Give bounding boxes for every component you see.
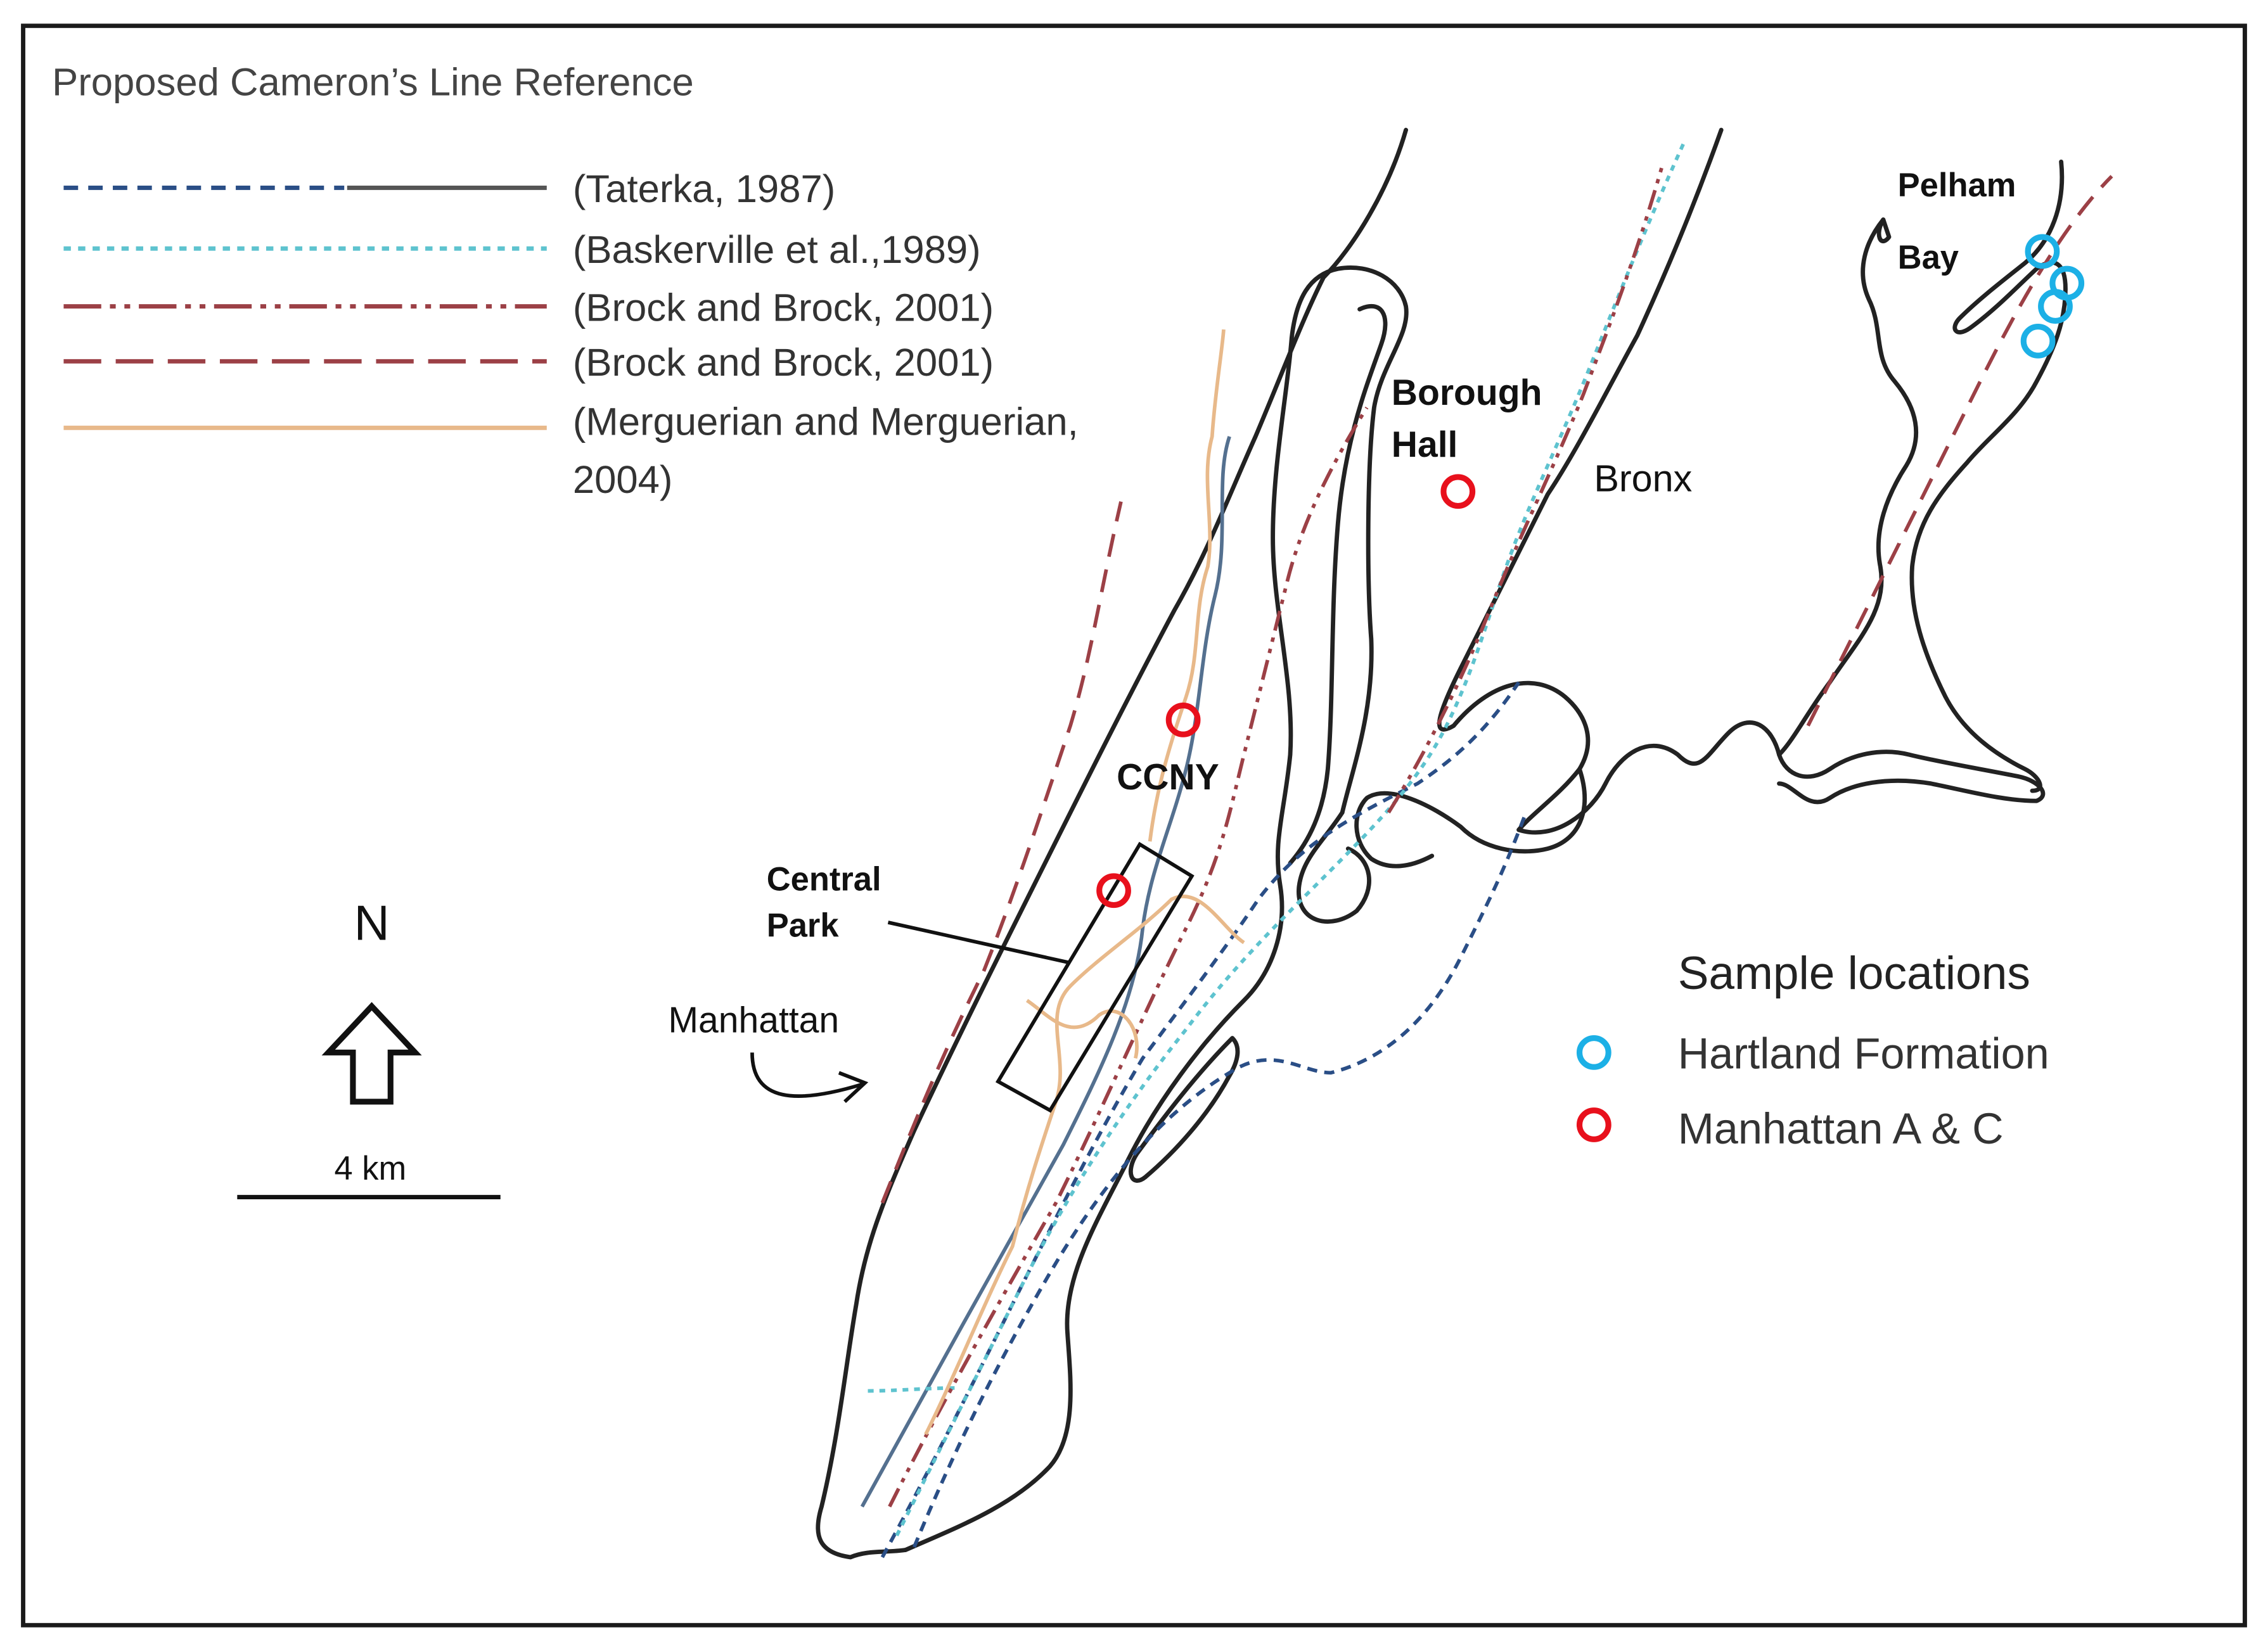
baskerville-line [868, 139, 1687, 1536]
sample-legend-manhattan-label: Manhattan A & C [1678, 1104, 2004, 1153]
label-pelham: Pelham [1898, 167, 2016, 204]
label-central: Central [767, 861, 881, 898]
sample-legend-hartland-label: Hartland Formation [1678, 1029, 2049, 1078]
manhattan-arrow [750, 1052, 869, 1104]
legend-label-brock-2: (Brock and Brock, 2001) [573, 341, 994, 385]
north-arrow: N [321, 896, 422, 1105]
hartland-marker-1 [2025, 234, 2060, 269]
merguerian-trace-2 [1148, 329, 1226, 842]
brock-dashdot-line [888, 161, 1665, 1508]
pelham-bay-inlet [1876, 217, 1892, 243]
central-park-outline [995, 841, 1195, 1113]
legend-label-brock-1: (Brock and Brock, 2001) [573, 286, 994, 329]
manhattan-marker-ccny [1165, 702, 1201, 737]
sample-markers [1096, 234, 2085, 908]
brock-longdash-trace [880, 501, 1123, 1204]
harlem-river-loop [1297, 810, 1371, 924]
manhattan-arrow-head [838, 1071, 869, 1104]
coastlines [816, 127, 2068, 1560]
map-frame [21, 23, 2247, 1628]
bronx-south-shore [1516, 720, 2046, 835]
brock-dashdot-trace-2 [1387, 161, 1665, 813]
merguerian-trace [924, 895, 1245, 1436]
label-ccny: CCNY [1117, 757, 1219, 798]
manhattan-arrow-curve [750, 1052, 863, 1099]
place-labels: Pelham Bay Borough Hall Bronx CCNY Centr… [669, 167, 2016, 1040]
label-bay: Bay [1898, 239, 1959, 276]
bronx-west-shore [1437, 127, 1724, 832]
sample-legend-hartland-marker [1576, 1035, 1611, 1070]
legend-label-merguerian-cont: 2004) [573, 458, 673, 502]
manhattan-marker-central-park [1096, 873, 1131, 908]
north-label: N [354, 896, 390, 950]
merguerian-trace-3 [1026, 998, 1139, 1059]
pelham-bay-coast [1909, 159, 2068, 793]
label-manhattan: Manhattan [669, 1000, 840, 1040]
sample-legend: Sample locations Hartland Formation Manh… [1576, 948, 2049, 1153]
baskerville-trace [895, 139, 1687, 1536]
brock-longdash-trace-2 [1806, 175, 2113, 727]
label-borough: Borough [1392, 373, 1542, 413]
legend: Proposed Cameron’s Line Reference (Tater… [52, 60, 1079, 502]
brock-longdash-line [880, 175, 2113, 1204]
legend-header: Proposed Cameron’s Line Reference [52, 60, 694, 104]
legend-label-taterka: (Taterka, 1987) [573, 167, 835, 211]
scale-label: 4 km [334, 1150, 406, 1187]
hartland-marker-3 [2038, 289, 2073, 324]
central-park-box [887, 841, 1195, 1113]
label-bronx: Bronx [1594, 457, 1692, 500]
hartland-marker-4 [2020, 323, 2056, 359]
label-park: Park [767, 907, 840, 945]
manhattan-marker-borough-hall [1440, 474, 1476, 509]
manhattan-east-shore [903, 265, 1409, 1552]
brock-dashdot-trace [888, 406, 1369, 1508]
merguerian-line [924, 329, 1245, 1436]
label-hall: Hall [1392, 424, 1458, 465]
taterka-solid-trace [860, 436, 1231, 1508]
north-arrow-icon [321, 1002, 422, 1105]
harlem-river-inner [1288, 303, 1388, 865]
central-park-leader [887, 921, 1071, 965]
sample-legend-manhattan-marker [1576, 1107, 1611, 1142]
legend-label-baskerville: (Baskerville et al.,1989) [573, 228, 981, 272]
legend-label-merguerian: (Merguerian and Merguerian, [573, 400, 1079, 444]
sample-legend-title: Sample locations [1678, 948, 2030, 999]
scale-bar: 4 km [237, 1150, 501, 1200]
bronx-peninsula [1354, 767, 1587, 869]
